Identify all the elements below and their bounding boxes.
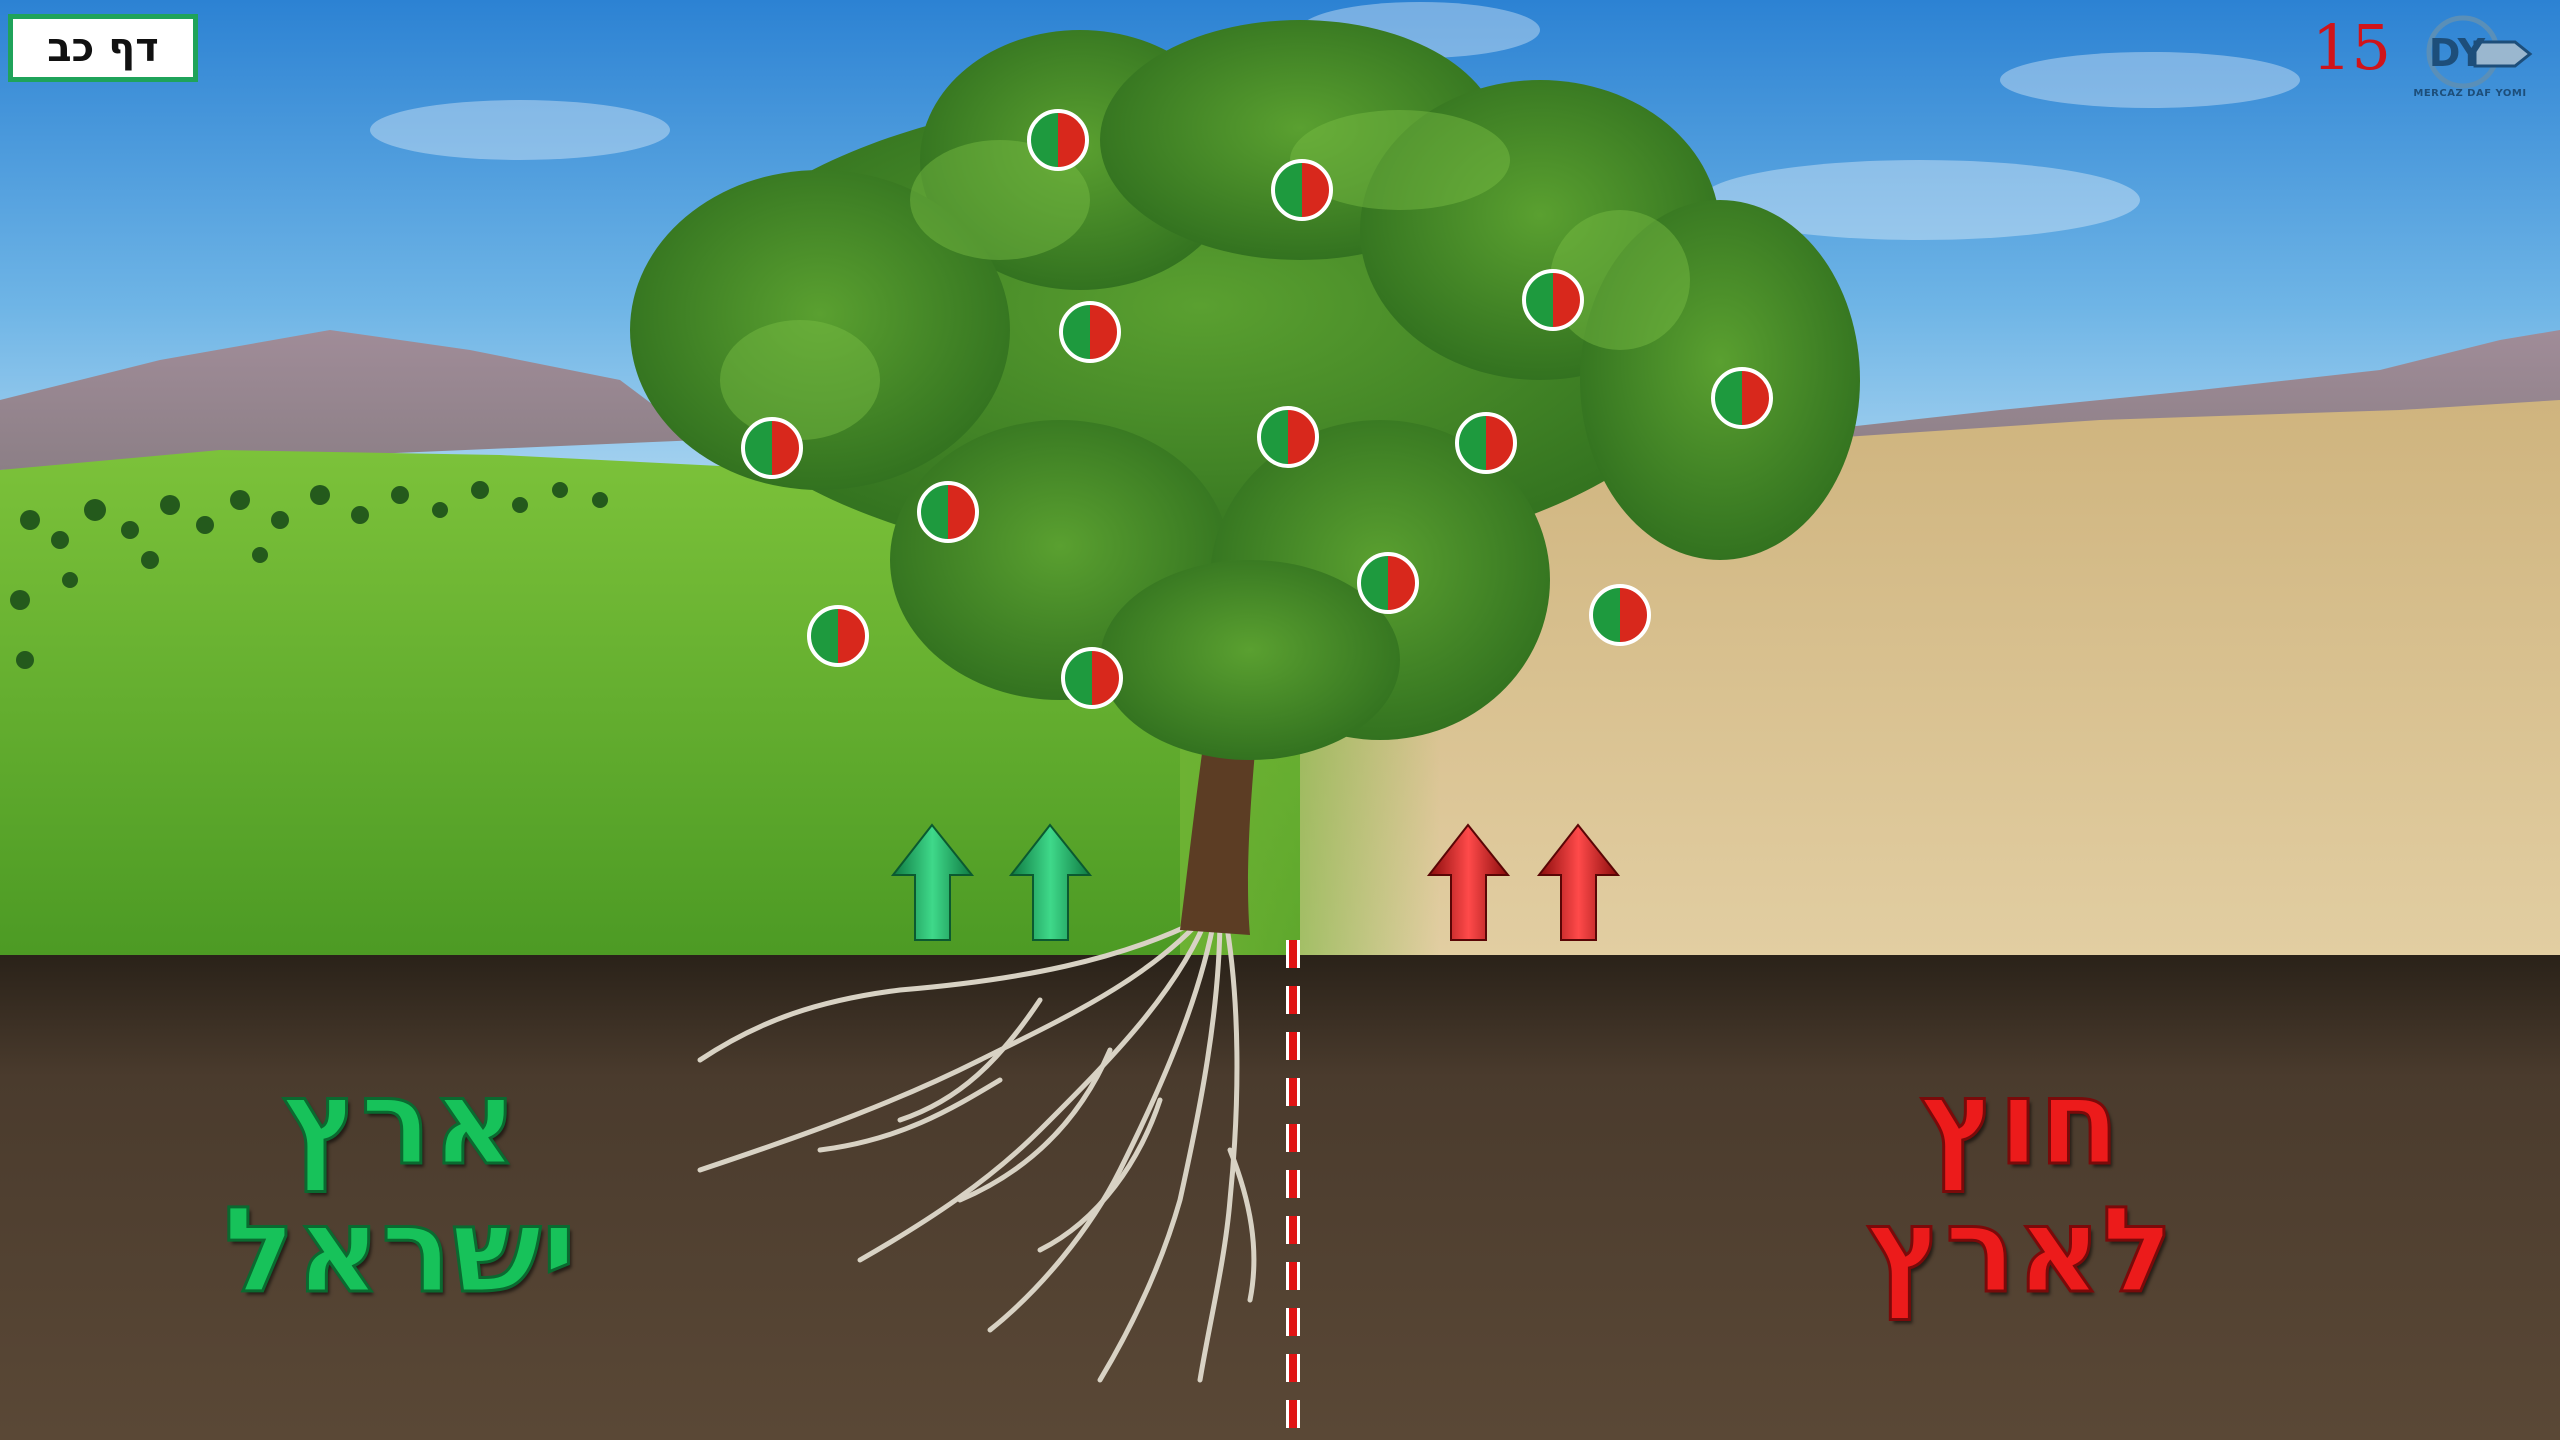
logo-caption: MERCAZ DAF YOMI <box>2405 88 2535 99</box>
page-tag: דף כב <box>8 14 198 82</box>
eretz-yisrael-label: ארץ ישראל <box>140 1058 660 1314</box>
fruit <box>1029 111 1087 169</box>
chutz-laaretz-label: חוץ לארץ <box>1760 1058 2280 1314</box>
fruit <box>1273 161 1331 219</box>
israel-label-line1: ארץ <box>140 1058 660 1186</box>
slide-number: 15 <box>2312 8 2391 88</box>
israel-label-line2: ישראל <box>140 1186 660 1314</box>
fruit <box>1524 271 1582 329</box>
chutz-label-line1: חוץ <box>1760 1058 2280 1186</box>
chutz-label-line2: לארץ <box>1760 1186 2280 1314</box>
fruit <box>1591 586 1649 644</box>
fruit <box>1713 369 1771 427</box>
fruit <box>1359 554 1417 612</box>
fruit <box>743 419 801 477</box>
fruit <box>1061 303 1119 361</box>
logo-monogram: DY <box>2429 31 2486 75</box>
fruit <box>809 607 867 665</box>
fruit <box>919 483 977 541</box>
fruit <box>1063 649 1121 707</box>
fruit <box>1457 414 1515 472</box>
fruit <box>1259 408 1317 466</box>
